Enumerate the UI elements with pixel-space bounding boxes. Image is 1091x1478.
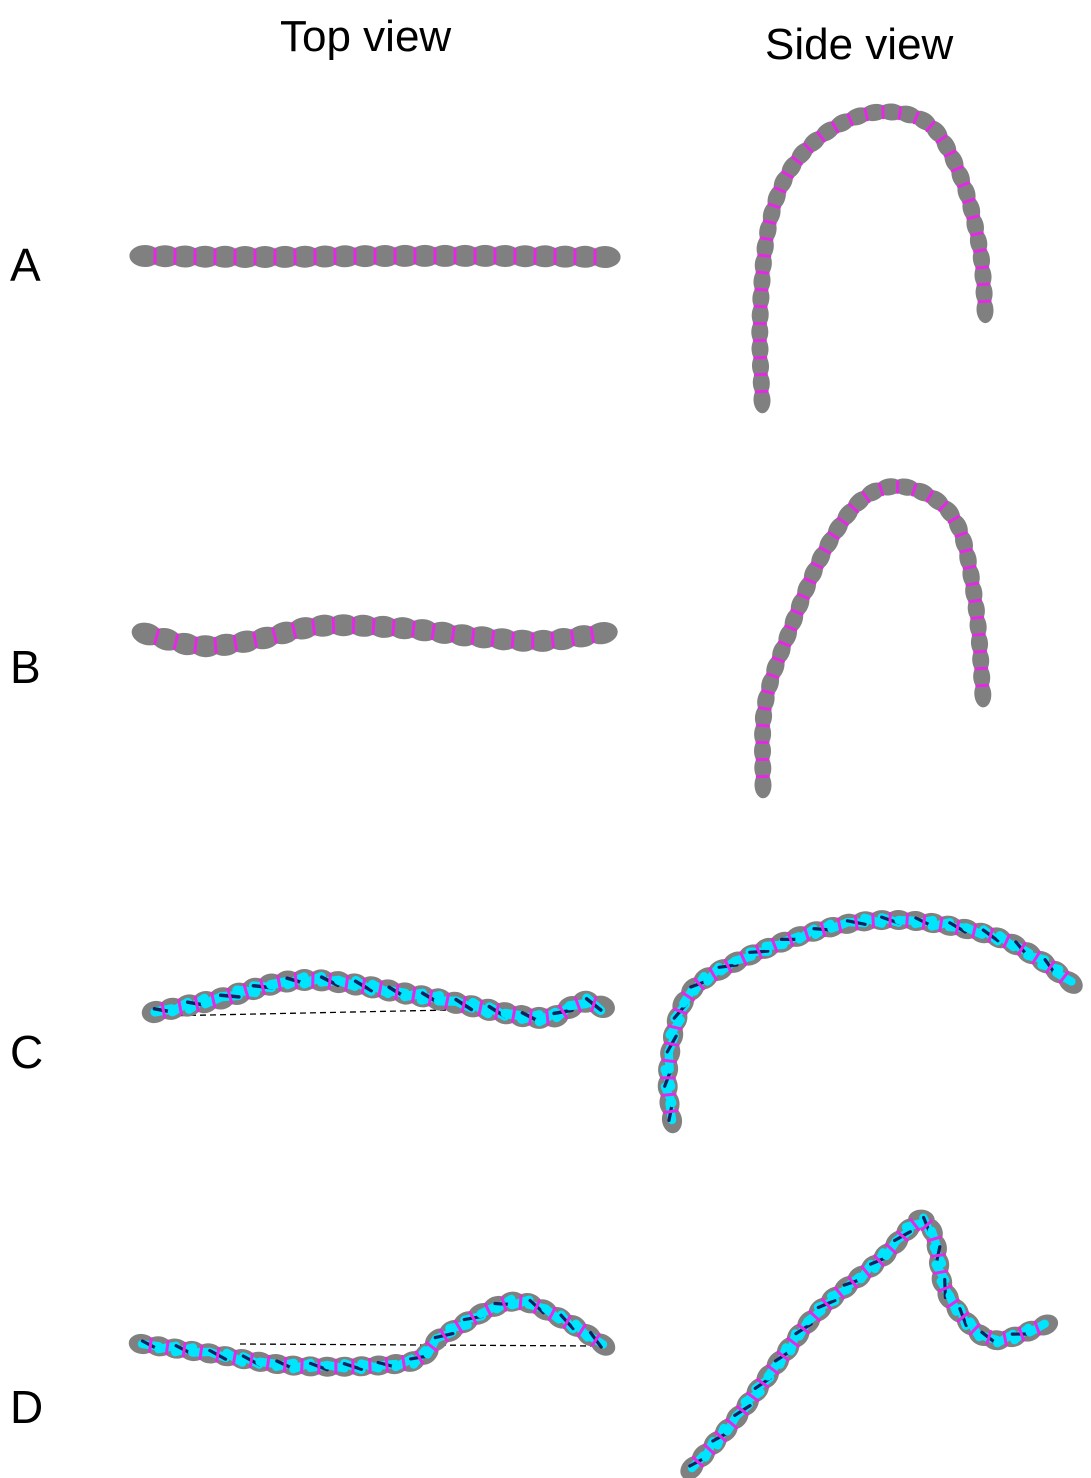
side-view-filament-a [751, 102, 994, 413]
junction-mark [756, 289, 767, 290]
junction-mark [761, 238, 772, 240]
junction-mark [302, 1360, 303, 1373]
junction-mark [978, 284, 989, 285]
top-view-reference-line-d [240, 1344, 600, 1346]
junction-mark [373, 619, 374, 633]
junction-mark [200, 1346, 202, 1359]
junction-mark [217, 1349, 219, 1362]
junction-mark [755, 306, 766, 307]
junction-mark [977, 267, 988, 268]
junction-mark [492, 631, 493, 645]
junction-mark [759, 255, 770, 256]
junction-mark [964, 566, 975, 568]
junction-mark [393, 621, 394, 635]
junction-mark [432, 625, 434, 639]
junction-mark [977, 685, 988, 686]
side-view-filament-c [657, 910, 1087, 1135]
junction-mark [386, 1358, 387, 1371]
junction-mark [907, 914, 908, 927]
junction-mark [472, 629, 473, 643]
junction-mark [663, 1060, 676, 1062]
junction-mark [899, 108, 901, 119]
junction-mark [195, 638, 197, 652]
junction-mark [975, 651, 986, 652]
junction-mark [329, 974, 330, 988]
junction-mark [547, 1010, 548, 1024]
top-view-filament-b [129, 614, 619, 658]
junction-mark [940, 918, 942, 931]
junction-mark [873, 914, 874, 927]
junction-mark [973, 634, 984, 635]
junction-mark [552, 633, 553, 647]
junction-mark [403, 1357, 405, 1370]
junction-mark [932, 1255, 945, 1257]
junction-mark [972, 617, 983, 618]
junction-mark [512, 633, 513, 647]
junction-mark [976, 668, 987, 669]
junction-mark [267, 1357, 269, 1370]
top-view-filament-a [129, 245, 620, 268]
junction-mark [979, 301, 990, 302]
junction-mark [975, 250, 986, 252]
junction-mark [855, 916, 857, 929]
junction-mark [295, 974, 296, 988]
junction-mark [758, 725, 769, 726]
junction-mark [346, 976, 348, 990]
junction-mark [530, 1010, 532, 1024]
junction-mark [284, 1358, 285, 1371]
junction-mark [759, 708, 770, 710]
junction-mark [923, 916, 925, 929]
junction-mark [662, 1094, 675, 1095]
junction-mark [520, 1296, 521, 1309]
side-view-filament-b [754, 477, 992, 799]
junction-mark [215, 639, 216, 653]
junction-mark [150, 1339, 152, 1352]
junction-mark [183, 1344, 185, 1357]
top-view-filament-d [127, 1290, 619, 1377]
side-view-filament-d [676, 1209, 1062, 1478]
junction-mark [934, 1271, 947, 1273]
junction-mark [250, 1354, 252, 1367]
junction-mark [967, 583, 978, 585]
junction-mark [664, 1111, 677, 1113]
junction-mark [572, 631, 574, 645]
junction-mark [313, 620, 315, 634]
top-view-filament-c [140, 969, 618, 1031]
junction-mark [413, 622, 414, 636]
junction-mark [970, 600, 981, 602]
junction-mark [166, 1341, 168, 1354]
junction-mark [757, 272, 768, 273]
junction-mark [370, 1360, 371, 1373]
junction-mark [756, 374, 767, 375]
junction-mark [452, 627, 454, 641]
